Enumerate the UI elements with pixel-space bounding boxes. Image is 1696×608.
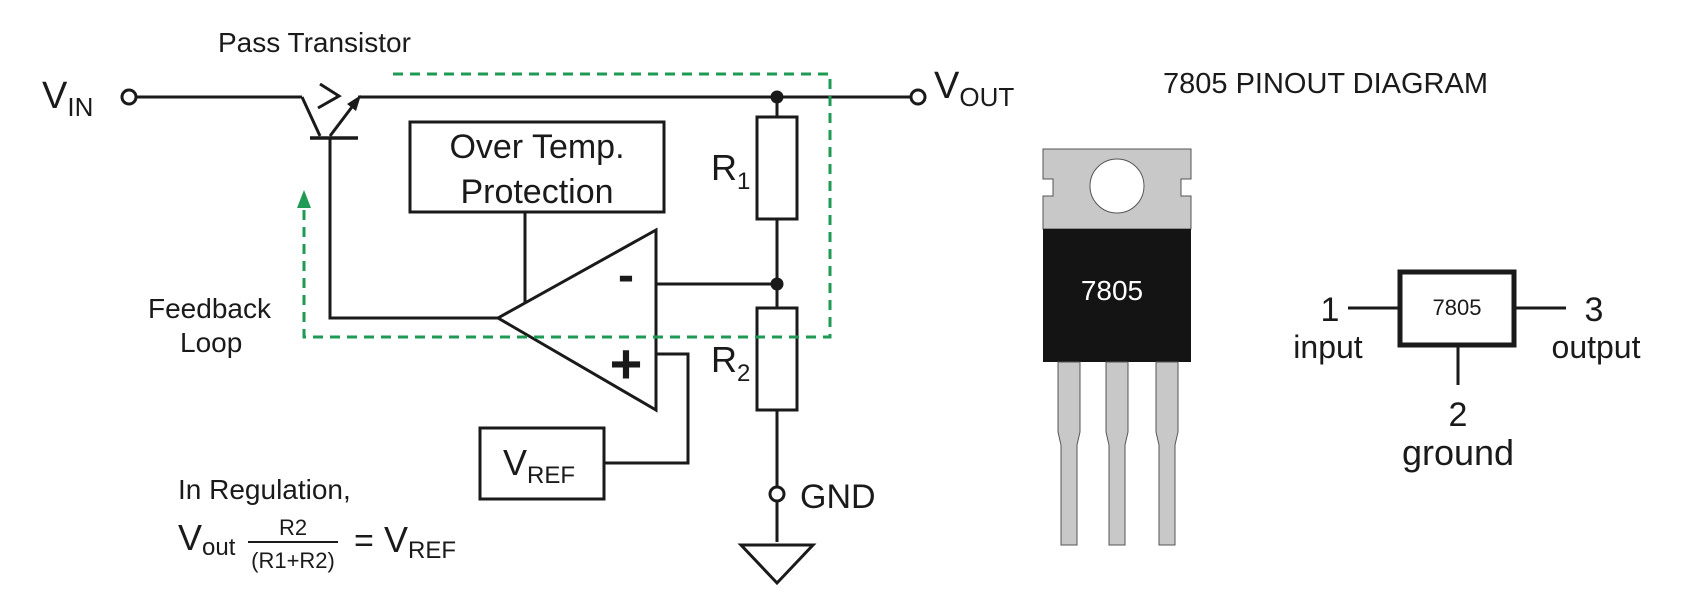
opamp-minus-sign: -	[618, 249, 634, 302]
pin3-name: output	[1552, 329, 1641, 365]
pin2-number: 2	[1449, 396, 1468, 434]
resistor-r1	[755, 115, 799, 221]
equation-numerator: R2	[279, 515, 307, 540]
equation-denominator: (R1+R2)	[251, 548, 335, 573]
ground-symbol	[737, 543, 817, 586]
feedback-loop	[302, 72, 832, 339]
vref-box	[478, 426, 606, 501]
feedback-label-line1: Feedback	[148, 293, 272, 324]
to220-package: 7805	[1042, 148, 1192, 546]
regulation-title: In Regulation,	[178, 474, 351, 505]
equation-vout: Vout	[178, 517, 236, 561]
r2-label: R2	[711, 339, 750, 387]
regulator-circuit	[120, 82, 927, 586]
feedback-label-line2: Loop	[180, 327, 242, 358]
plus-input-wire	[604, 352, 690, 465]
pinout-title: 7805 PINOUT DIAGRAM	[1163, 68, 1488, 100]
gnd-label: GND	[800, 478, 876, 516]
pin2-name: ground	[1402, 432, 1514, 473]
opamp-plus-sign: +	[610, 332, 643, 395]
package-lead-1	[1057, 361, 1081, 546]
vin-label: VIN	[42, 75, 93, 122]
vin-terminal	[120, 88, 138, 106]
protection-label-line2: Protection	[460, 173, 613, 211]
equation-vref: VREF	[384, 519, 456, 564]
pass-transistor-label: Pass Transistor	[218, 27, 411, 58]
pin1-number: 1	[1321, 291, 1340, 329]
vout-terminal	[909, 88, 927, 106]
pass-transistor-symbol	[300, 82, 361, 140]
regulation-equation: Vout R2 (R1+R2) = VREF	[178, 515, 456, 573]
pin1-name: input	[1293, 329, 1363, 365]
vref-label: VREF	[503, 442, 575, 489]
vout-label: VOUT	[934, 65, 1014, 112]
mounting-hole	[1089, 158, 1145, 214]
protection-box	[408, 120, 666, 214]
regulator-symbol-label: 7805	[1433, 295, 1482, 320]
r1-label: R1	[711, 147, 750, 195]
package-marking: 7805	[1081, 275, 1143, 306]
resistor-r2	[755, 306, 799, 412]
feedback-arrow-icon	[297, 190, 311, 208]
equation-equals: =	[354, 522, 374, 560]
package-lead-2	[1105, 361, 1129, 546]
gnd-terminal	[768, 485, 786, 503]
package-body	[1043, 229, 1191, 362]
amp-output-wire	[328, 138, 498, 320]
protection-label-line1: Over Temp.	[449, 128, 624, 166]
pin3-number: 3	[1585, 291, 1604, 329]
pinout-schematic: 7805 1 input 2 ground 3 output	[1293, 269, 1641, 473]
package-lead-3	[1155, 361, 1179, 546]
junction-top	[770, 90, 784, 104]
error-amplifier	[494, 227, 658, 413]
